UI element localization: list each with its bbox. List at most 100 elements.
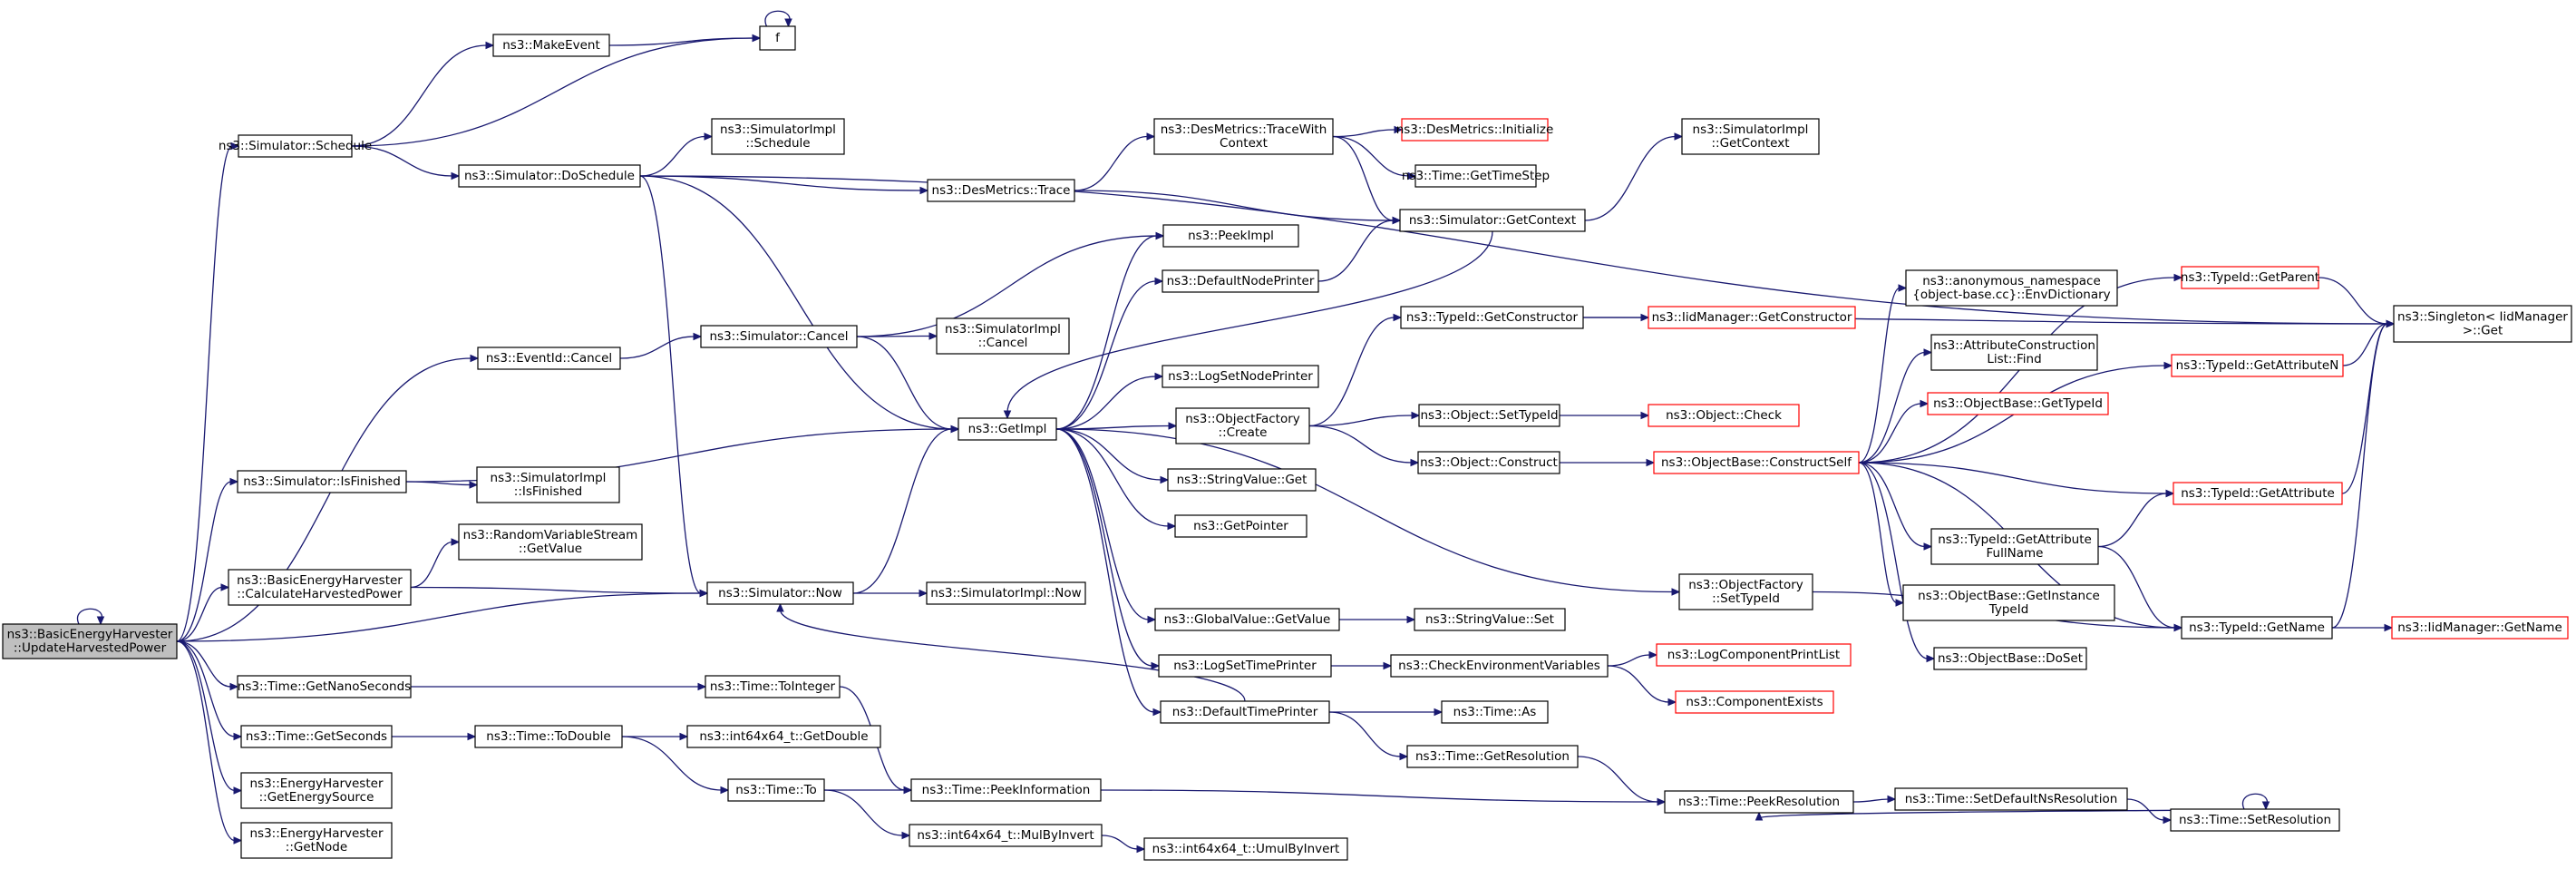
function-node-typeid-getparent[interactable]: ns3::TypeId::GetParent [2181,266,2319,289]
function-node-doschedule[interactable]: ns3::Simulator::DoSchedule [458,164,641,188]
function-node-time-gettimestep[interactable]: ns3::Time::GetTimeStep [1402,164,1550,188]
function-node-makeevent[interactable]: ns3::MakeEvent [492,34,610,57]
function-node-int64-mulbyinvert[interactable]: ns3::int64x64_t::MulByInvert [909,824,1103,847]
function-node-sim-getcontext[interactable]: ns3::Simulator::GetContext [1399,209,1586,232]
function-node-sim-now[interactable]: ns3::Simulator::Now [706,581,854,605]
node-box [458,164,641,188]
arrowhead [1671,588,1681,596]
function-node-defaultnodeprinter[interactable]: ns3::DefaultNodePrinter [1162,269,1319,293]
function-node-root[interactable]: ns3::BasicEnergyHarvester::UpdateHarvest… [2,623,178,659]
function-node-singleton-get[interactable]: ns3::Singleton< IidManager >::Get [2393,305,2572,343]
function-node-objbase-doset[interactable]: ns3::ObjectBase::DoSet [1933,647,2087,670]
function-node-iidmanager-getname[interactable]: ns3::IidManager::GetName [2391,616,2569,640]
node-label: List::Find [1987,352,2041,366]
function-node-logsetnodeprinter[interactable]: ns3::LogSetNodePrinter [1162,365,1319,388]
arrowhead [233,732,243,741]
arrowhead [1168,422,1178,430]
function-node-eh-getnode[interactable]: ns3::EnergyHarvester::GetNode [240,822,393,859]
function-node-typeid-getname[interactable]: ns3::TypeId::GetName [2181,616,2333,640]
node-box [2173,482,2343,505]
function-node-objfactory-create[interactable]: ns3::ObjectFactory::Create [1175,407,1310,444]
call-edge [176,477,239,642]
node-label: {object-base.cc}::EnvDictionary [1912,288,2110,302]
function-node-logcomponentprintlist[interactable]: ns3::LogComponentPrintList [1656,643,1852,667]
function-node-objbase-gettypeid[interactable]: ns3::ObjectBase::GetTypeId [1927,392,2109,415]
arrowhead [1648,650,1658,659]
node-box [1399,209,1586,232]
function-node-iidmanager-getconstructor[interactable]: ns3::IidManager::GetConstructor [1648,306,1856,329]
function-node-time-getnanoseconds[interactable]: ns3::Time::GetNanoSeconds [237,675,412,698]
function-node-logsettimeprinter[interactable]: ns3::LogSetTimePrinter [1158,654,1332,678]
function-node-simimpl-isfinished[interactable]: ns3::SimulatorImpl::IsFinished [476,466,620,503]
arrowhead [1146,132,1156,141]
function-node-f[interactable]: f [759,25,796,51]
function-node-object-settypeid[interactable]: ns3::Object::SetTypeId [1418,404,1560,427]
function-node-typeid-getconstructor[interactable]: ns3::TypeId::GetConstructor [1400,306,1584,329]
call-edge [1055,231,1165,430]
function-node-objfactory-settypeid[interactable]: ns3::ObjectFactory::SetTypeId [1678,573,1813,610]
node-label: ns3::SimulatorImpl::Now [930,586,1081,600]
arrowhead [1152,708,1162,717]
function-node-defaulttimeprinter[interactable]: ns3::DefaultTimePrinter [1160,700,1330,724]
arrowhead [230,142,240,151]
function-node-checkenvvars[interactable]: ns3::CheckEnvironmentVariables [1390,654,1609,678]
node-box [705,675,841,698]
function-node-eh-getenergysource[interactable]: ns3::EnergyHarvester::GetEnergySource [240,772,393,809]
function-node-simimpl-schedule[interactable]: ns3::SimulatorImpl::Schedule [711,118,845,155]
function-node-time-tointeger[interactable]: ns3::Time::ToInteger [705,675,841,698]
node-box [1414,164,1537,188]
function-node-peekimpl[interactable]: ns3::PeekImpl [1162,224,1299,248]
function-node-componentexists[interactable]: ns3::ComponentExists [1675,690,1834,714]
function-node-int64-getdouble[interactable]: ns3::int64x64_t::GetDouble [686,725,881,748]
arrowhead [1155,231,1165,240]
function-node-objbase-constructself[interactable]: ns3::ObjectBase::ConstructSelf [1653,451,1860,474]
function-node-simimpl-getcontext[interactable]: ns3::SimulatorImpl::GetContext [1681,118,1820,155]
function-node-simimpl-cancel[interactable]: ns3::SimulatorImpl::Cancel [936,317,1070,355]
node-label: ns3::Time::ToDouble [486,729,610,744]
call-edge [1858,348,1933,464]
function-node-int64-umulbyinvert[interactable]: ns3::int64x64_t::UmulByInvert [1143,837,1348,861]
function-node-getpointer[interactable]: ns3::GetPointer [1174,514,1307,538]
function-node-time-to[interactable]: ns3::Time::To [727,778,825,802]
function-node-globalvalue-getvalue[interactable]: ns3::GlobalValue::GetValue [1154,608,1340,631]
call-edge [1055,428,1157,624]
function-node-eventid-cancel[interactable]: ns3::EventId::Cancel [477,347,621,370]
function-node-desmetrics-init[interactable]: ns3::DesMetrics::Initialize [1396,118,1554,142]
function-node-object-check[interactable]: ns3::Object::Check [1648,404,1800,427]
function-node-time-setdefaultns[interactable]: ns3::Time::SetDefaultNsResolution [1894,787,2128,811]
function-node-time-setresolution[interactable]: ns3::Time::SetResolution [2170,808,2340,832]
function-node-simimpl-now[interactable]: ns3::SimulatorImpl::Now [926,581,1086,605]
node-box [711,118,845,155]
node-label: ns3::BasicEnergyHarvester [237,573,403,588]
function-node-time-todouble[interactable]: ns3::Time::ToDouble [474,725,623,748]
function-node-calcharvested[interactable]: ns3::BasicEnergyHarvester::CalculateHarv… [228,569,412,606]
function-node-getimpl[interactable]: ns3::GetImpl [957,417,1057,441]
function-node-rvs-getvalue[interactable]: ns3::RandomVariableStream::GetValue [458,523,643,561]
function-node-stringvalue-set[interactable]: ns3::StringValue::Set [1414,608,1566,631]
function-node-time-getresolution[interactable]: ns3::Time::GetResolution [1406,745,1579,768]
function-node-object-construct[interactable]: ns3::Object::Construct [1417,451,1560,474]
function-node-typeid-getattributen[interactable]: ns3::TypeId::GetAttributeN [2171,354,2344,377]
function-node-stringvalue-get[interactable]: ns3::StringValue::Get [1167,468,1317,492]
node-label: ns3::ObjectBase::GetTypeId [1933,396,2103,411]
function-node-time-peekinfo[interactable]: ns3::Time::PeekInformation [910,778,1102,802]
function-node-time-getseconds[interactable]: ns3::Time::GetSeconds [240,725,393,748]
call-edge [639,132,714,177]
function-node-desmetrics-trace[interactable]: ns3::DesMetrics::Trace [927,179,1075,202]
function-node-schedule[interactable]: ns3::Simulator::Schedule [219,134,372,158]
node-box [727,778,825,802]
function-node-sim-cancel[interactable]: ns3::Simulator::Cancel [700,325,858,348]
node-label: ns3::Time::PeekResolution [1678,795,1840,809]
arrowhead [2173,623,2183,632]
node-label: ::GetValue [519,542,582,556]
function-node-typeid-getattribute[interactable]: ns3::TypeId::GetAttribute [2173,482,2343,505]
function-node-time-peekresolution[interactable]: ns3::Time::PeekResolution [1664,790,1854,814]
function-node-sim-isfinished[interactable]: ns3::Simulator::IsFinished [237,470,407,493]
call-edge [1055,428,1681,596]
function-node-time-as[interactable]: ns3::Time::As [1441,700,1549,724]
function-node-anon-envdict[interactable]: ns3::anonymous_namespace{object-base.cc}… [1905,269,2118,307]
